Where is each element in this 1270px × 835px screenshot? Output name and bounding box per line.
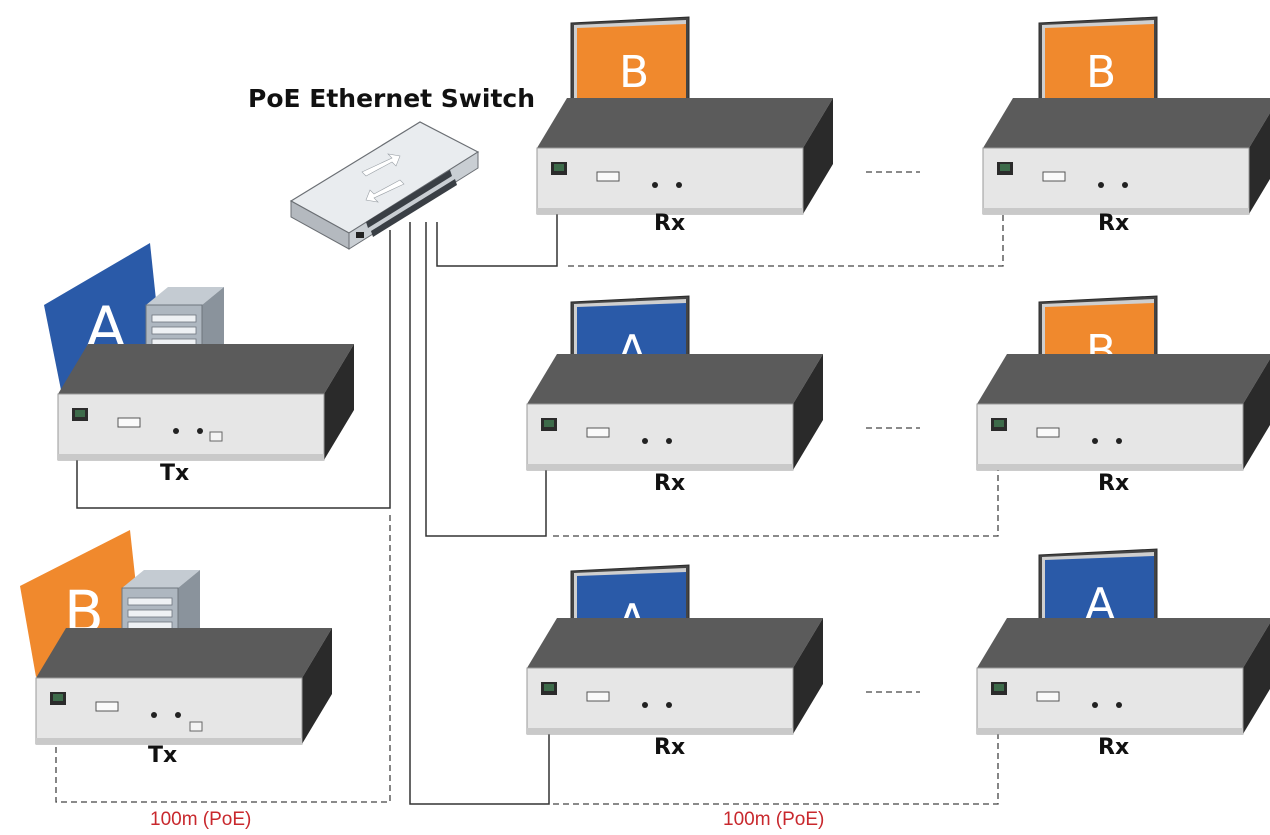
tx-b-label: Tx	[148, 743, 177, 768]
rx-4-label: Rx	[1098, 471, 1129, 496]
tx-b-box	[35, 627, 333, 745]
rx-2-screen-letter: B	[1086, 47, 1116, 98]
poe-ethernet-switch: PoE Ethernet Switch	[248, 84, 535, 250]
distance-label-left: 100m (PoE)	[150, 809, 251, 830]
source-a-screen	[44, 243, 160, 395]
rx-6-box	[976, 617, 1270, 735]
rx-3-label: Rx	[654, 471, 685, 496]
rx-2-screen	[1045, 24, 1154, 110]
tx-a-label: Tx	[160, 461, 189, 486]
arrows-icon	[361, 153, 405, 203]
rx-1-screen	[577, 24, 686, 110]
rx-4-box	[976, 353, 1270, 471]
receiver-2: B Rx	[982, 16, 1270, 236]
switch-ports	[366, 170, 457, 237]
rx-1-box	[536, 97, 834, 215]
rx-1-screen-letter: B	[619, 47, 649, 98]
rx-5-box	[526, 617, 824, 735]
source-b-screen	[20, 530, 140, 677]
extended-cables	[55, 171, 1004, 805]
receiver-1: B Rx	[536, 16, 834, 236]
transmitter-b: B Tx	[20, 530, 333, 768]
rx-1-label: Rx	[654, 211, 685, 236]
distance-label-right: 100m (PoE)	[723, 809, 824, 830]
rx-3-box	[526, 353, 824, 471]
rx-5-label: Rx	[654, 735, 685, 760]
tx-a-box	[57, 343, 355, 461]
switch-label: PoE Ethernet Switch	[248, 84, 535, 113]
receiver-5: A Rx	[526, 564, 824, 760]
rx-2-box	[982, 97, 1270, 215]
rx-6-label: Rx	[1098, 735, 1129, 760]
network-cables	[76, 192, 558, 805]
transmitter-a: A Tx	[44, 243, 355, 486]
rx-2-label: Rx	[1098, 211, 1129, 236]
receiver-6: A Rx	[976, 548, 1270, 760]
receiver-3: A Rx	[526, 295, 824, 496]
receiver-4: B Rx	[976, 295, 1270, 496]
